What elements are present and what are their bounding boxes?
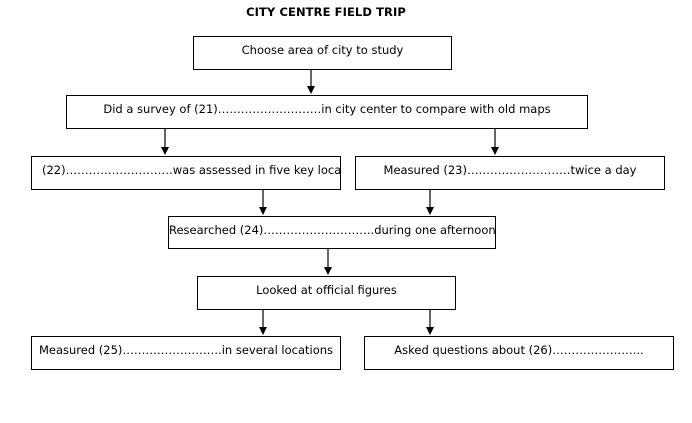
step-asked-questions-text: Asked questions about (26)…………………... xyxy=(394,343,644,357)
step-researched-box: Researched (24)………………………..during one aft… xyxy=(168,216,496,249)
diagram-title: CITY CENTRE FIELD TRIP xyxy=(246,5,406,19)
step-asked-questions-box: Asked questions about (26)…………………... xyxy=(364,336,674,370)
step-survey-text: Did a survey of (21)………………………in city cen… xyxy=(103,102,551,116)
step-assessed-text: (22)……………………….was assessed in five key l… xyxy=(42,163,341,177)
step-survey-box: Did a survey of (21)………………………in city cen… xyxy=(66,95,588,129)
step-measured-23-text: Measured (23)………………………twice a day xyxy=(383,163,637,177)
step-assessed-box: (22)……………………….was assessed in five key l… xyxy=(31,156,341,190)
step-choose-area-box: Choose area of city to study xyxy=(193,36,452,70)
step-measured-25-box: Measured (25)……………………..in several locati… xyxy=(31,336,341,370)
step-measured-23-box: Measured (23)………………………twice a day xyxy=(355,156,665,190)
step-official-figures-text: Looked at official figures xyxy=(256,283,397,297)
step-official-figures-box: Looked at official figures xyxy=(197,276,456,310)
step-choose-area-text: Choose area of city to study xyxy=(241,43,404,57)
step-measured-25-text: Measured (25)……………………..in several locati… xyxy=(38,343,334,357)
step-researched-text: Researched (24)………………………..during one aft… xyxy=(169,223,496,237)
